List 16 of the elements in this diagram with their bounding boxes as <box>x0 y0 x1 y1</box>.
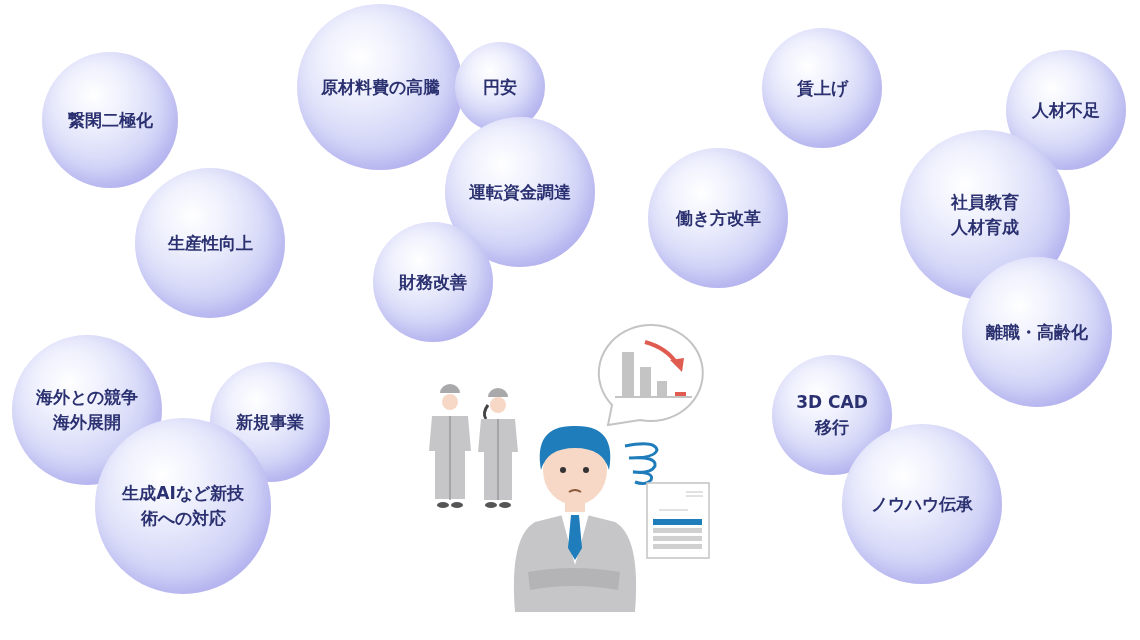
bubble-label: 社員教育人材育成 <box>950 191 1020 239</box>
bubble-label: 運転資金調達 <box>468 180 572 204</box>
bubble-label: 円安 <box>482 75 518 99</box>
bubble-label: 賃上げ <box>795 76 850 100</box>
bubble-label: 人材不足 <box>1031 98 1101 122</box>
bubble-label: 海外との競争海外展開 <box>35 386 139 434</box>
bubble-label: 3D CAD 移行 <box>795 391 869 439</box>
bubble-label: 財務改善 <box>398 270 468 294</box>
bubble-label: 新規事業 <box>235 410 305 434</box>
bubble-label: 生成AIなど新技術への対応 <box>121 482 245 530</box>
bubble-label: 働き方改革 <box>674 206 762 230</box>
bubble-label: 繋閑二極化 <box>66 108 154 132</box>
bubble-label: 生産性向上 <box>166 231 254 255</box>
bubble-label: ノウハウ伝承 <box>870 492 974 516</box>
bubble-label: 離職・高齢化 <box>985 320 1089 344</box>
bubble-label: 原材料費の高騰 <box>319 75 441 99</box>
